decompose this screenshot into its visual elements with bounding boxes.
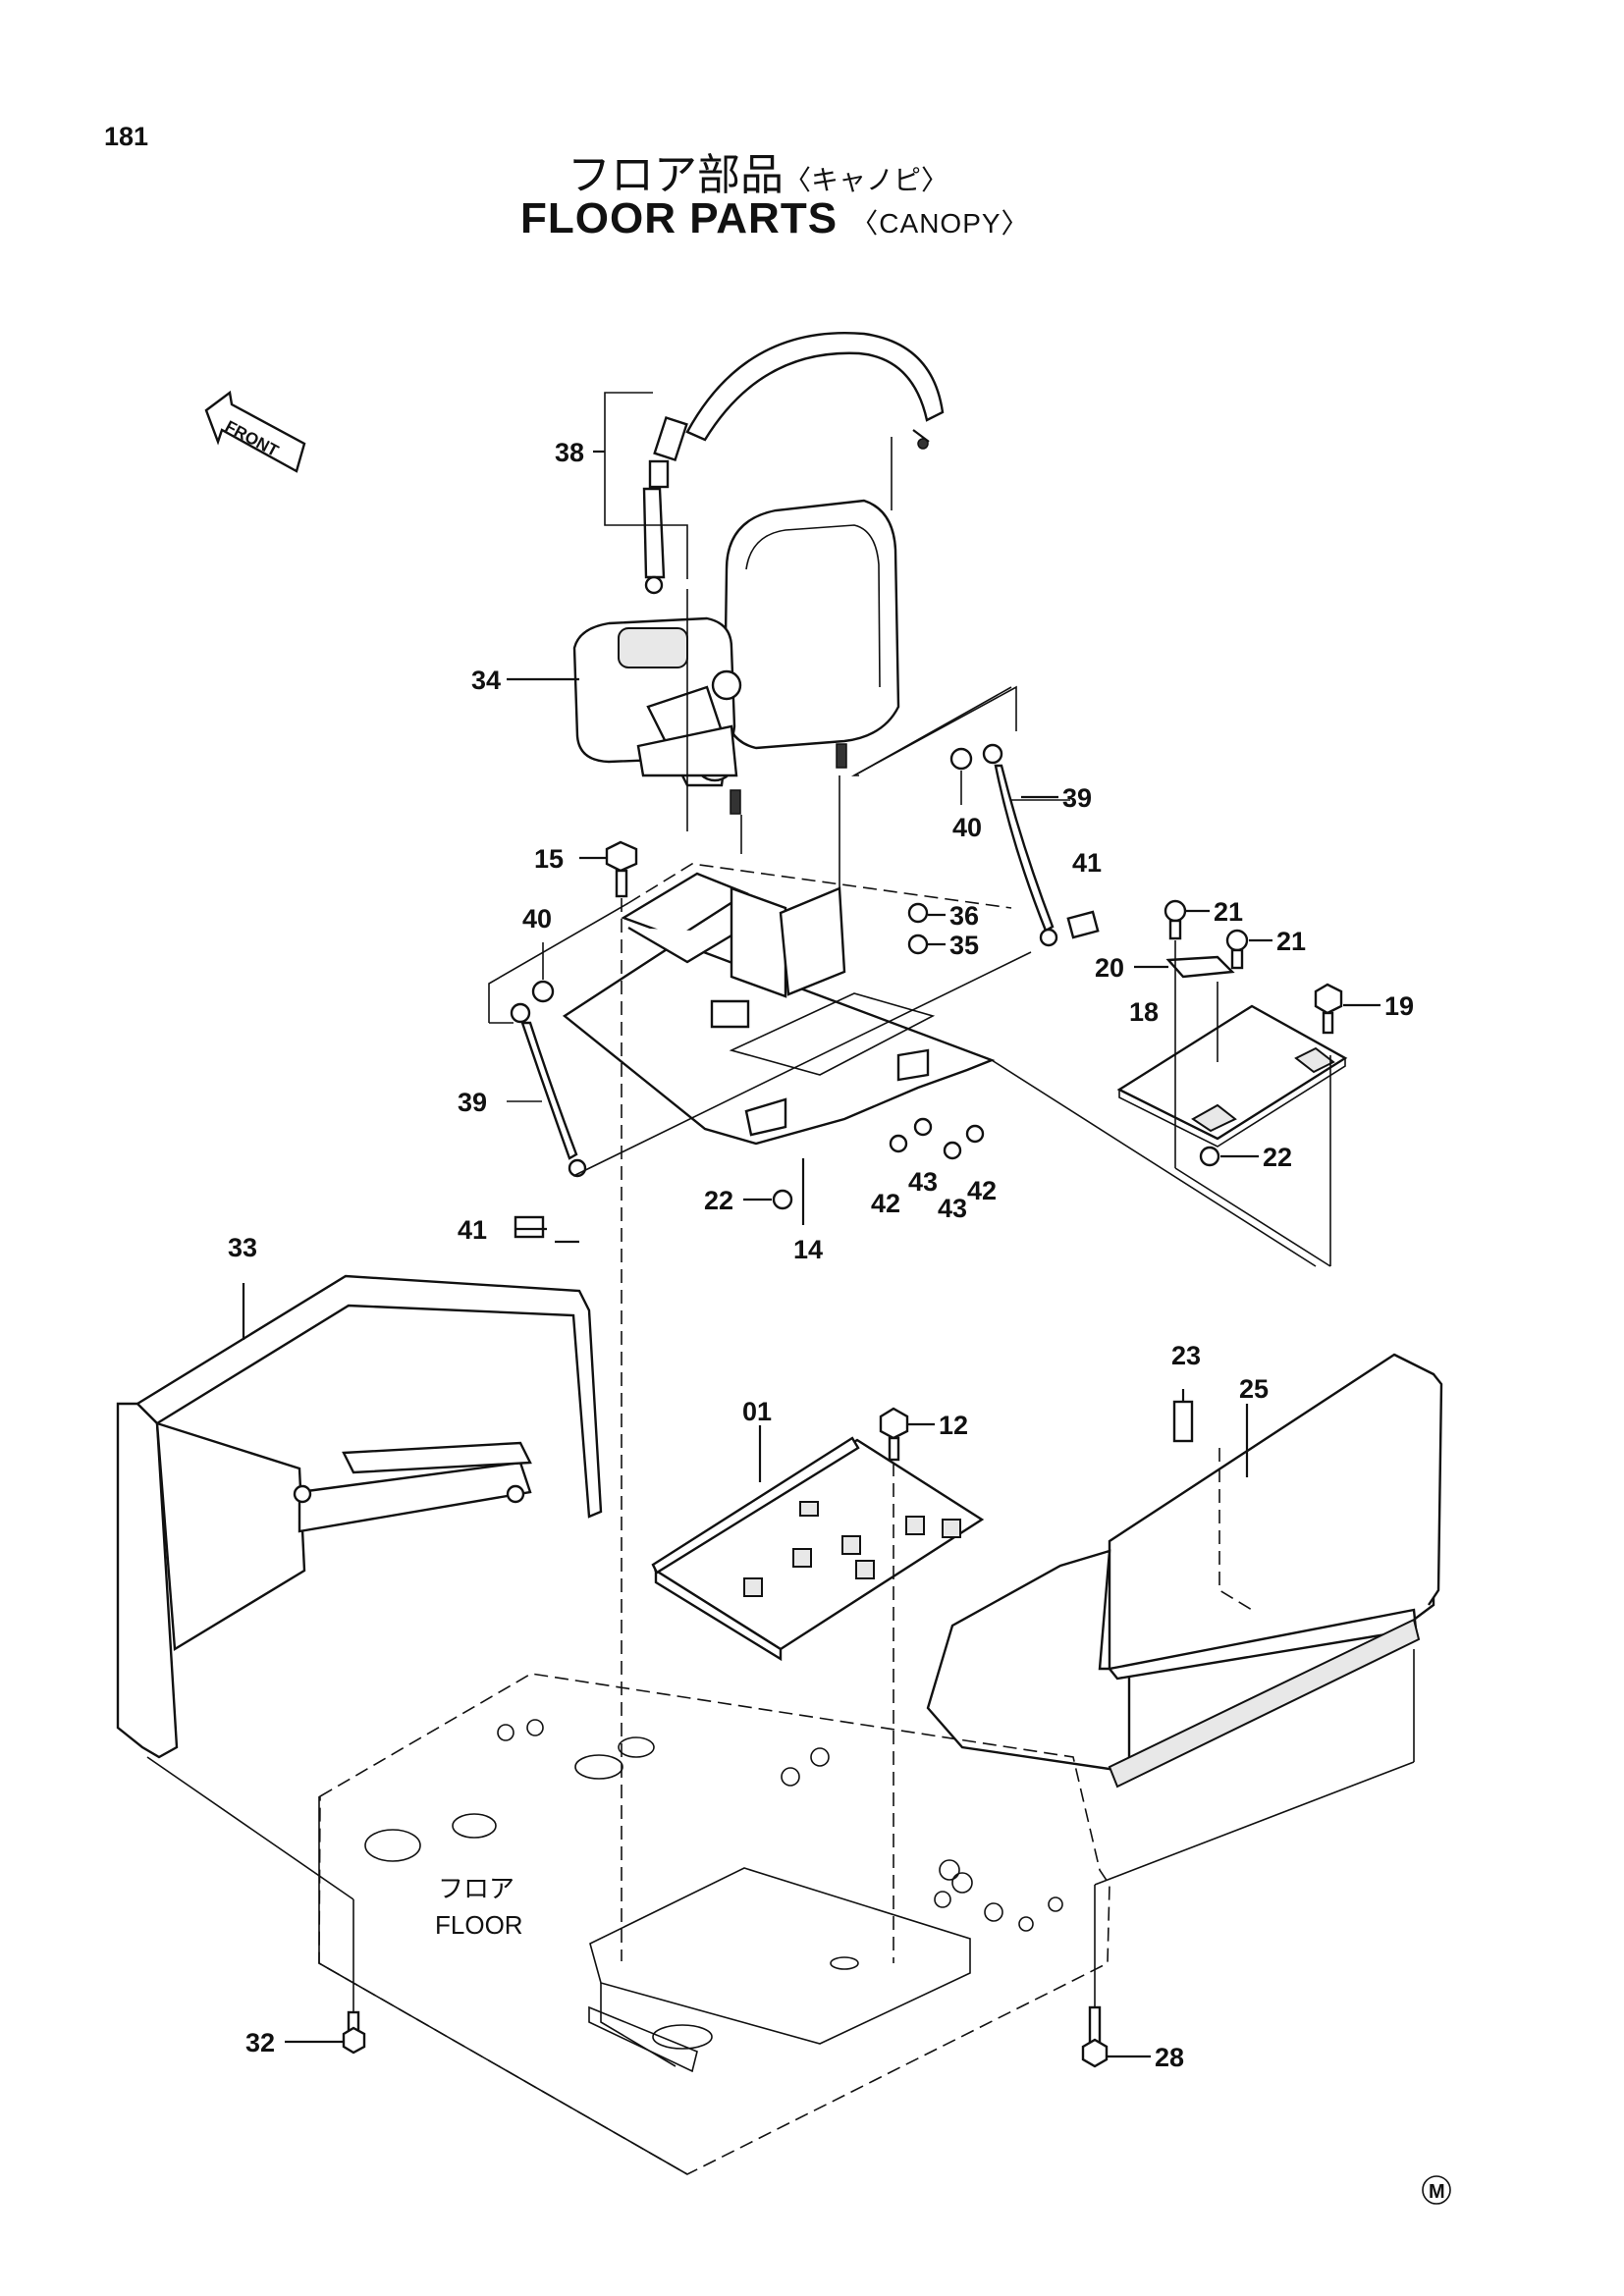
nut-35 <box>907 934 929 955</box>
spring-washer-36 <box>907 902 929 924</box>
callout-42-left: 42 <box>871 1189 900 1218</box>
title-jp-sub: 〈キャノピ〉 <box>784 164 949 196</box>
nut-43b <box>943 1141 962 1160</box>
callout-41-right: 41 <box>1072 848 1102 878</box>
callout-25: 25 <box>1239 1374 1269 1404</box>
operator-seat-part <box>572 499 900 815</box>
page-title-japanese: フロア部品〈キャノピ〉 <box>568 139 948 202</box>
callout-35: 35 <box>949 931 979 960</box>
callout-38: 38 <box>555 438 584 467</box>
callout-43-right: 43 <box>938 1194 967 1223</box>
callout-34: 34 <box>471 666 501 695</box>
callout-12: 12 <box>939 1411 968 1440</box>
callout-39-left: 39 <box>458 1088 487 1117</box>
callout-22-right: 22 <box>1263 1143 1292 1172</box>
callout-15: 15 <box>534 844 564 874</box>
seat-bracket-plate-part <box>562 872 996 1146</box>
floor-label-en: FLOOR <box>435 1910 523 1940</box>
callout-19: 19 <box>1384 991 1414 1021</box>
callout-41-left: 41 <box>458 1215 487 1245</box>
bolt-28 <box>1081 2005 1109 2068</box>
front-arrow-icon: FRONT <box>204 390 306 473</box>
m-mark-icon: M <box>1422 2175 1451 2205</box>
title-jp-main: フロア部品 <box>568 150 784 200</box>
callout-23: 23 <box>1171 1341 1201 1370</box>
callout-22-left: 22 <box>704 1186 733 1215</box>
callout-28: 28 <box>1155 2043 1184 2072</box>
callout-21-bottom: 21 <box>1276 927 1306 956</box>
callout-01: 01 <box>742 1397 772 1426</box>
callout-43-left: 43 <box>908 1167 938 1197</box>
callout-33: 33 <box>228 1233 257 1262</box>
callout-40-left: 40 <box>522 904 552 934</box>
callout-14: 14 <box>793 1235 823 1264</box>
bolt-19 <box>1314 983 1343 1035</box>
seat-belt-part <box>642 332 945 595</box>
callout-20: 20 <box>1095 953 1124 983</box>
page-number: 181 <box>104 122 149 151</box>
washer-42a <box>889 1134 908 1153</box>
floor-label-jp: フロア <box>438 1874 514 1903</box>
side-cover-right-part <box>926 1353 1443 1789</box>
bolt-12 <box>879 1407 909 1462</box>
nut-22b <box>1199 1146 1220 1167</box>
callout-42-right: 42 <box>967 1176 997 1205</box>
callout-40-right: 40 <box>952 813 982 842</box>
nut-43a <box>913 1117 933 1137</box>
page-title-english: FLOOR PARTS 〈CANOPY〉 <box>520 194 1030 243</box>
title-en-main: FLOOR PARTS <box>520 194 839 242</box>
callout-36: 36 <box>949 901 979 931</box>
ground-cable-left <box>510 980 587 1239</box>
callout-21-top: 21 <box>1214 897 1243 927</box>
m-mark-label: M <box>1429 2181 1445 2203</box>
callout-18: 18 <box>1129 997 1159 1027</box>
ground-cable-right <box>949 743 1100 947</box>
callout-32: 32 <box>245 2028 275 2057</box>
washer-42b <box>965 1124 985 1144</box>
title-en-sub: 〈CANOPY〉 <box>850 208 1030 239</box>
side-cover-left-part <box>116 1274 603 1759</box>
nut-22a <box>772 1189 793 1210</box>
bolt-15 <box>605 840 638 898</box>
bolt-32 <box>342 2010 366 2055</box>
mount-plate-part <box>651 1436 985 1662</box>
callout-39-right: 39 <box>1062 783 1092 813</box>
floor-part <box>318 1673 1110 2175</box>
